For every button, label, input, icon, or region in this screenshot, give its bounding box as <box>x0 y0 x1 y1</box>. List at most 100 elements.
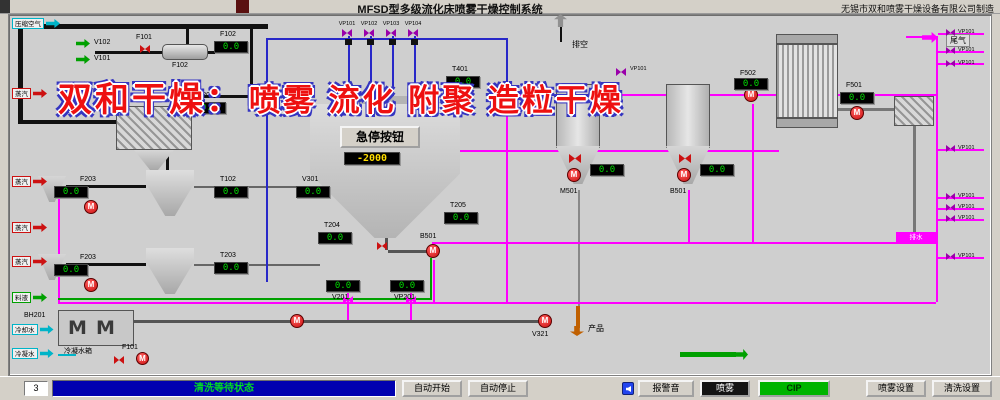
display-t205: 0.0 <box>444 212 478 224</box>
valve-right-3[interactable] <box>946 145 955 152</box>
titlebar: MFSD型多级流化床喷雾干燥控制系统 无锡市双和喷雾干燥设备有限公司制造 <box>0 0 1000 16</box>
feed-condensate: 冷凝水 <box>12 348 54 359</box>
valve-vp104[interactable] <box>408 29 418 37</box>
valve-right-2[interactable] <box>946 60 955 67</box>
display-vp201: 0.0 <box>390 280 424 292</box>
titlebar-icon <box>0 0 10 13</box>
pump-f502[interactable]: M <box>744 88 758 102</box>
valve-vp102[interactable] <box>364 29 374 37</box>
valve-v201[interactable] <box>343 296 353 304</box>
pump-f203a[interactable]: M <box>84 200 98 214</box>
display-f203a: 0.0 <box>54 186 88 198</box>
pump-v321[interactable]: M <box>538 314 552 328</box>
flow-arrow-icon <box>33 89 47 98</box>
heater-f102 <box>162 44 208 60</box>
pipe-magenta <box>938 197 984 199</box>
drain-label: 排水 <box>896 232 936 243</box>
valve-vp201[interactable] <box>406 296 416 304</box>
pump-f203b[interactable]: M <box>84 278 98 292</box>
valve-right-5[interactable] <box>946 204 955 211</box>
valve-b501[interactable] <box>377 242 387 250</box>
pipe-green <box>58 298 432 300</box>
pipe <box>128 320 548 323</box>
cip-button[interactable]: CIP <box>758 380 830 397</box>
counter-box[interactable]: 3 <box>24 381 48 396</box>
feed-compressed-air: 压缩空气 <box>12 18 60 29</box>
pump-feed[interactable]: M <box>290 314 304 328</box>
bag-filter-house <box>116 106 192 150</box>
valve-right-4[interactable] <box>946 193 955 200</box>
valve-f101b[interactable] <box>114 356 124 364</box>
tag-f102: F102 <box>220 31 236 38</box>
tag-t401: T401 <box>452 66 468 73</box>
alarm-sound-button[interactable]: 报警音 <box>638 380 694 397</box>
feed-label: 蒸汽 <box>12 222 31 233</box>
valve-right-0[interactable] <box>946 29 955 36</box>
page-title: MFSD型多级流化床喷雾干燥控制系统 <box>357 4 543 16</box>
tag-f501: F501 <box>846 82 862 89</box>
flow-arrow-icon <box>33 177 47 186</box>
valve-vp101[interactable] <box>342 29 352 37</box>
fluid-bed-vessel <box>666 84 710 148</box>
display-v201: 0.0 <box>326 280 360 292</box>
pipe <box>560 26 562 42</box>
tag-v101: V101 <box>94 55 111 62</box>
pipe <box>838 108 896 111</box>
feed-label: 压缩空气 <box>12 18 44 29</box>
display-f502: 0.0 <box>734 78 768 90</box>
valve-right-7[interactable] <box>946 253 955 260</box>
tag-vp101-top1: VP101 <box>338 21 356 27</box>
pipe <box>578 190 580 306</box>
pipe-magenta <box>433 260 435 302</box>
valve-hopper2[interactable] <box>679 154 691 163</box>
feed-liquid: 料液 <box>12 292 47 303</box>
bag-filter-symbol: M <box>96 317 115 339</box>
tag-vp102-top: VP102 <box>360 21 378 27</box>
valve-hopper1[interactable] <box>569 154 581 163</box>
tag-f203a: F203 <box>80 176 96 183</box>
pipe-blue <box>266 38 268 282</box>
feed-steam-1: 蒸汽 <box>12 88 47 99</box>
pump-m501[interactable]: M <box>567 168 581 182</box>
valve-vp101-mid[interactable] <box>616 68 626 76</box>
pipe-green <box>430 258 432 298</box>
valve-f101[interactable] <box>140 45 150 53</box>
pump-f501[interactable]: M <box>850 106 864 120</box>
display-t201: 0.0 <box>192 102 226 114</box>
spray-settings-button[interactable]: 喷雾设置 <box>866 380 926 397</box>
product-label: 产品 <box>588 324 604 333</box>
auto-start-button[interactable]: 自动开始 <box>402 380 462 397</box>
pipe <box>194 95 252 98</box>
emergency-stop-button[interactable]: 急停按钮 <box>340 126 420 148</box>
watermark-brand: 双和干燥： <box>58 81 243 119</box>
tailgas-arrow-icon <box>922 32 938 43</box>
tailgas-label: 尾气 <box>946 34 970 47</box>
manufacturer-label: 无锡市双和喷雾干燥设备有限公司制造 <box>840 4 994 14</box>
clean-settings-button[interactable]: 清洗设置 <box>932 380 992 397</box>
pump-f101[interactable]: M <box>136 352 149 365</box>
tag-vp101-r4: VP101 <box>958 193 975 199</box>
spray-button[interactable]: 喷雾 <box>700 380 750 397</box>
titlebar-marker-icon <box>236 0 249 13</box>
feed-label: 冷却水 <box>12 324 38 335</box>
auto-stop-button[interactable]: 自动停止 <box>468 380 528 397</box>
display-m501: 0.0 <box>590 164 624 176</box>
tag-t205: T205 <box>450 202 466 209</box>
tag-f502: F502 <box>740 70 756 77</box>
display-t401: 0.0 <box>446 76 480 88</box>
valve-vp103[interactable] <box>386 29 396 37</box>
flow-arrow-icon <box>39 349 54 358</box>
pipe-magenta <box>58 302 936 304</box>
valve-actuator <box>389 39 396 45</box>
valve-right-6[interactable] <box>946 215 955 222</box>
pump-b501[interactable]: M <box>426 244 440 258</box>
pump-b501b[interactable]: M <box>677 168 691 182</box>
valve-actuator <box>345 39 352 45</box>
pipe-magenta <box>455 150 779 152</box>
valve-actuator <box>367 39 374 45</box>
tag-v201: V201 <box>332 294 349 301</box>
valve-right-1[interactable] <box>946 47 955 54</box>
tag-vp201: VP201 <box>394 294 416 301</box>
tag-v102: V102 <box>94 39 111 46</box>
feed-steam-2: 蒸汽 <box>12 176 47 187</box>
